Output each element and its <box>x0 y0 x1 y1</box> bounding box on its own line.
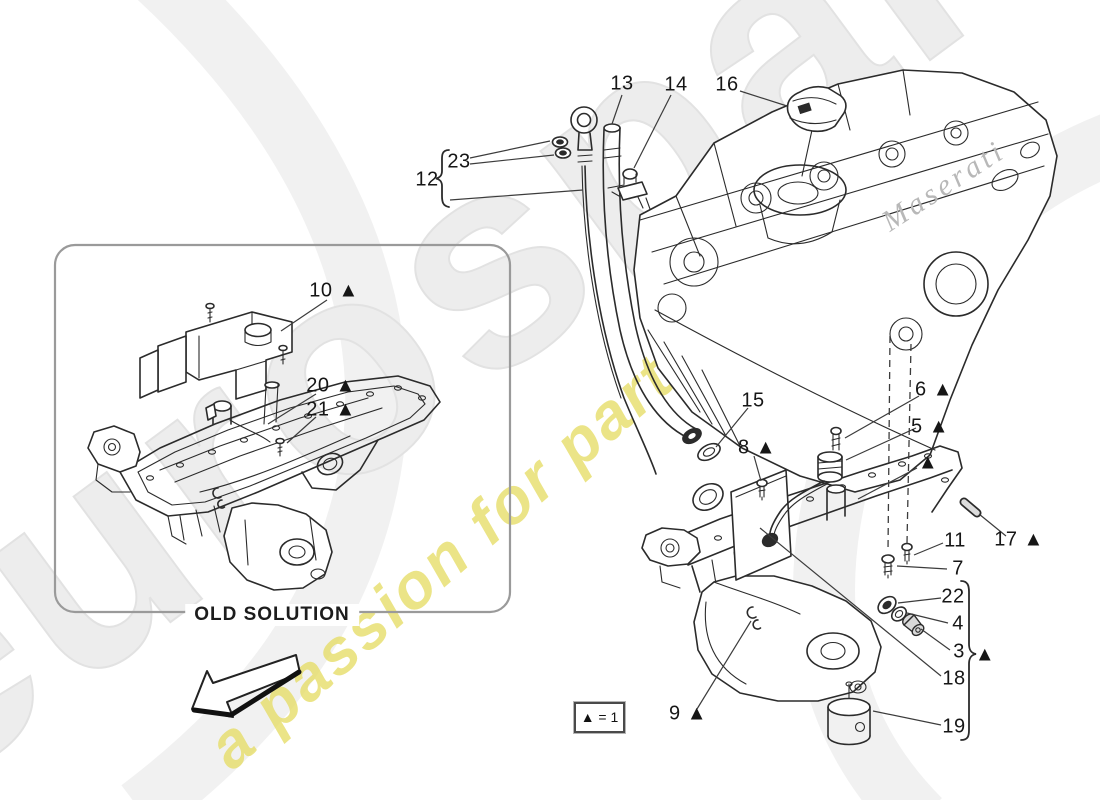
callout-9: 9 ▲ <box>669 702 707 725</box>
callout-3: 3 <box>953 640 965 663</box>
callout-15: 15 <box>741 389 765 412</box>
callout-16: 16 <box>715 73 739 96</box>
callout-12: 12 <box>415 168 439 191</box>
old-solution-inset <box>53 243 512 614</box>
callout-21: 21 ▲ <box>306 398 356 421</box>
leader-lines <box>267 90 1007 741</box>
legend-quantity-box: ▲ = 1 <box>573 701 626 734</box>
dipstick-drawing <box>551 106 724 512</box>
callout-20: 20 ▲ <box>306 374 356 397</box>
callout-14: 14 <box>664 73 688 96</box>
callout-triangle-bracket: ▲ <box>974 643 996 666</box>
callout-17: 17 ▲ <box>994 528 1044 551</box>
callout-18: 18 <box>942 667 966 690</box>
callout-22: 22 <box>941 585 965 608</box>
callout-4: 4 <box>952 612 964 635</box>
callout-6: 6 ▲ <box>915 378 953 401</box>
callout-13: 13 <box>610 72 634 95</box>
engine-block-drawing: Maserati <box>633 69 1058 493</box>
callout-11: 11 <box>944 529 966 552</box>
callout-10: 10 ▲ <box>309 279 359 302</box>
group-12-brace <box>435 149 450 208</box>
callout-23: 23 <box>447 150 471 173</box>
callout-8: 8 ▲ <box>738 436 776 459</box>
old-solution-arrow <box>191 654 302 718</box>
oil-filler-cap-drawing <box>786 85 847 133</box>
callout-5: 5 ▲ <box>911 415 949 438</box>
callout-7: 7 <box>952 557 964 580</box>
callout-19: 19 <box>942 715 966 738</box>
group-right-bracket <box>960 580 977 741</box>
callout-triangle-solo: ▲ <box>917 451 939 474</box>
old-solution-label: OLD SOLUTION <box>185 604 359 626</box>
new-sump-drawing <box>641 426 982 746</box>
